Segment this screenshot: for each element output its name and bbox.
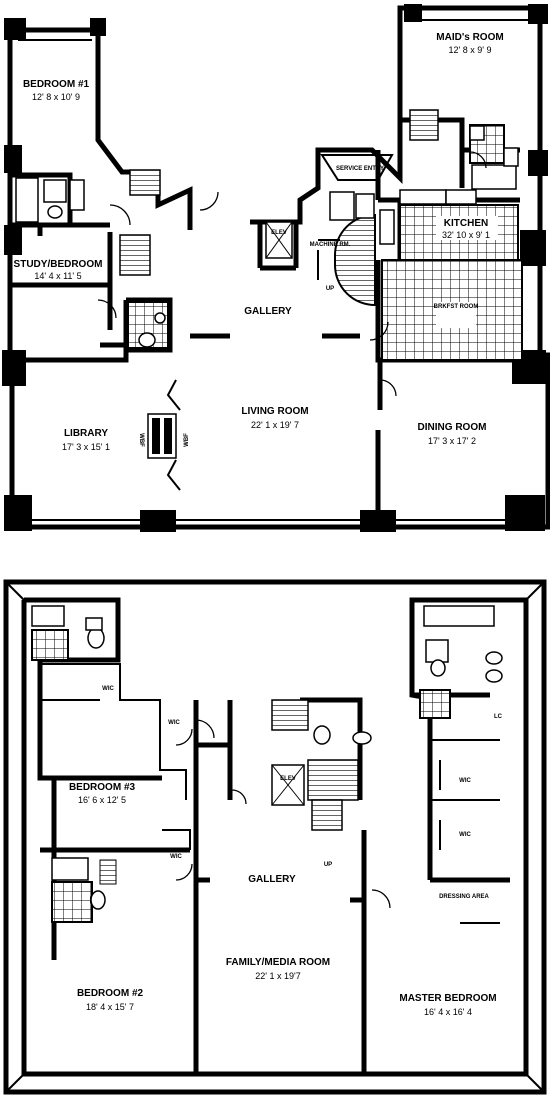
upper-stairs [119, 109, 439, 307]
lc-label: LC [494, 714, 503, 720]
lower-stairs [99, 699, 359, 885]
lower-closets [40, 663, 500, 850]
maid-bath [469, 124, 519, 190]
lower-frame-bevels [5, 581, 545, 1093]
upper-bath-1 [15, 177, 85, 223]
wbf-right-label: WBF [184, 433, 190, 447]
lower-gallery-openings [196, 877, 364, 903]
library-dims: 17' 3 x 15' 1 [62, 442, 110, 452]
lower-bath-upper-left [31, 605, 105, 661]
bedroom3-label: BEDROOM #3 [69, 782, 136, 793]
master-bedroom-dims: 16' 4 x 16' 4 [424, 1007, 472, 1017]
upper-floor-plan: BEDROOM #1 12' 8 x 10' 9 MAID's ROOM 12'… [2, 4, 550, 532]
bedroom1-label: BEDROOM #1 [23, 79, 90, 90]
living-room-dims: 22' 1 x 19' 7 [251, 420, 299, 430]
lower-elevator [271, 764, 305, 806]
master-bedroom-label: MASTER BEDROOM [399, 993, 496, 1004]
powder-room [313, 725, 372, 745]
dressing-area-label: DRESSING AREA [439, 894, 489, 900]
lower-exterior-frame [3, 579, 547, 1095]
study-label: STUDY/BEDROOM [14, 259, 103, 270]
study-dims: 14' 4 x 11' 5 [34, 271, 81, 281]
kitchen-dims: 32' 10 x 9' 1 [442, 230, 490, 240]
wbf-left-label: WBF [138, 433, 144, 447]
study-bath [127, 301, 169, 349]
wic-label-3: WIC [170, 854, 182, 860]
upper-gallery-label: GALLERY [244, 306, 292, 317]
dining-room-label: DINING ROOM [418, 422, 487, 433]
bedroom2-label: BEDROOM #2 [77, 988, 144, 999]
family-room-dims: 22' 1 x 19'7 [255, 971, 300, 981]
family-room-label: FAMILY/MEDIA ROOM [226, 957, 330, 968]
wic-label-5: WIC [459, 832, 471, 838]
upper-elevator-label: ELEV [271, 230, 287, 236]
upper-doors [97, 151, 487, 397]
bedroom2-dims: 18' 4 x 15' 7 [86, 1002, 134, 1012]
upper-elevator [265, 221, 293, 259]
library-label: LIBRARY [64, 428, 108, 439]
bedroom1-dims: 12' 8 x 10' 9 [32, 92, 80, 102]
dining-room-dims: 17' 3 x 17' 2 [428, 436, 476, 446]
machine-rm-label: MACHINE RM. [310, 242, 351, 248]
service-fixtures [320, 154, 477, 245]
maids-room-dims: 12' 8 x 9' 9 [449, 45, 492, 55]
upper-up-label: UP [326, 286, 334, 292]
lower-gallery-label: GALLERY [248, 874, 296, 885]
master-bath [419, 605, 503, 719]
wic-label-4: WIC [459, 778, 471, 784]
breakfast-label: BRKFST ROOM [434, 304, 479, 310]
maids-room-label: MAID's ROOM [436, 32, 503, 43]
kitchen-label: KITCHEN [444, 218, 488, 229]
bedroom3-dims: 16' 6 x 12' 5 [78, 795, 126, 805]
fireplace [147, 379, 181, 491]
lower-doors [175, 719, 391, 909]
wic-label-1: WIC [102, 686, 114, 692]
lower-bath-lower-left [51, 857, 106, 923]
living-room-label: LIVING ROOM [241, 406, 308, 417]
lower-elevator-label: ELEV [280, 776, 296, 782]
lower-floor-plan: BEDROOM #3 16' 6 x 12' 5 BEDROOM #2 18' … [3, 579, 547, 1095]
lower-up-label: UP [324, 862, 332, 868]
wic-label-2: WIC [168, 720, 180, 726]
service-entry-label: SERVICE ENTRY [336, 166, 384, 172]
upper-exterior-line [18, 19, 540, 521]
